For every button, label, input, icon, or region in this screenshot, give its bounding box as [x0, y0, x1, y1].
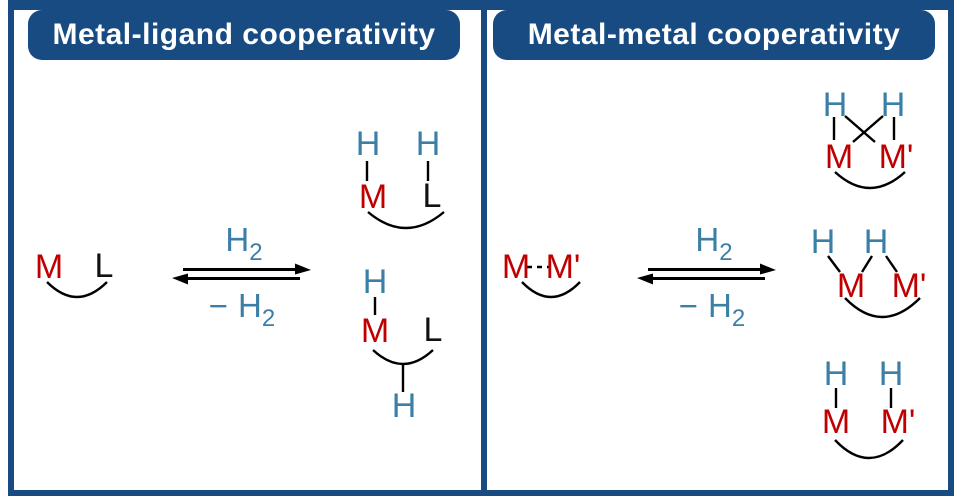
h2-symbol: H [238, 287, 262, 324]
reactant-metal: M [34, 248, 64, 286]
product-bottom-arc [372, 349, 434, 366]
minus-sign: − [208, 287, 229, 324]
h2-added-label: H2 [225, 223, 262, 265]
forward-arrow-head [295, 263, 311, 275]
product-top-ligand: L [422, 177, 442, 215]
product-top-metal-left: M [824, 138, 854, 176]
forward-arrow-head [760, 263, 776, 275]
product-middle-h-right: H [863, 223, 889, 261]
product-middle-metal-left: M [836, 267, 866, 305]
product-bottom-metal-left: M [821, 403, 851, 441]
product-bottom-h-left: H [823, 355, 849, 393]
product-bottom-h-right: H [878, 355, 904, 393]
minus-sign: − [678, 287, 699, 324]
reverse-arrow-head [172, 273, 188, 285]
product-bottom-arc [834, 439, 904, 460]
product-bottom-metal: M [360, 312, 390, 350]
reactant-metal-right: M' [545, 248, 581, 286]
reactant-metal-left: M [501, 248, 531, 286]
product-top-h-right: H [880, 86, 906, 124]
h2-subscript: 2 [719, 239, 733, 266]
h2-added-label: H2 [695, 223, 732, 265]
product-top-metal-right: M' [878, 138, 914, 176]
product-middle-metal-right: M' [891, 267, 927, 305]
product-bottom-metal-right: M' [880, 403, 916, 441]
h2-symbol: H [708, 287, 732, 324]
panel-metal-ligand: Metal-ligand cooperativity M L H2 −H2 H … [14, 10, 487, 490]
product-middle-h-left: H [810, 223, 836, 261]
h2-subscript: 2 [261, 305, 276, 332]
reverse-arrow-head [637, 273, 653, 285]
h2-released-label: −H2 [679, 289, 745, 331]
product-top-h-left: H [355, 125, 381, 163]
h2-symbol: H [695, 221, 720, 258]
panel-metal-metal: Metal-metal cooperativity [487, 10, 948, 490]
h2-symbol: H [225, 221, 250, 258]
product-top-h-right: H [415, 125, 441, 163]
h2-subscript: 2 [731, 305, 746, 332]
h2-subscript: 2 [249, 239, 263, 266]
h2-released-label: −H2 [209, 289, 275, 331]
product-bottom-ligand: L [423, 311, 443, 349]
product-top-h-left: H [822, 86, 848, 124]
figure-frame: Metal-ligand cooperativity M L H2 −H2 H … [8, 0, 954, 496]
product-bottom-h-top: H [362, 263, 388, 301]
product-bottom-h-bottom: H [391, 387, 417, 425]
reactant-ligand: L [94, 247, 114, 285]
product-top-metal: M [358, 178, 388, 216]
panel-title-metal-metal: Metal-metal cooperativity [493, 10, 935, 60]
panel-title-metal-ligand: Metal-ligand cooperativity [28, 10, 460, 60]
